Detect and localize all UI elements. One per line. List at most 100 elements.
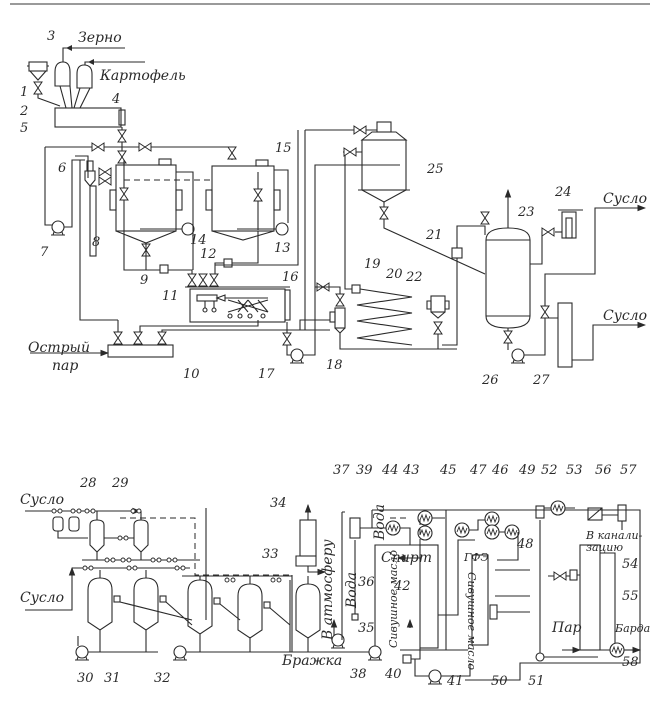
bottom-section-fermentation-distillation xyxy=(25,500,642,685)
equipment-6-contact-head xyxy=(75,155,112,257)
equipment-52-condenser xyxy=(535,505,545,519)
equipment-13-saccharifier xyxy=(205,159,281,264)
num-8: 8 xyxy=(92,235,100,250)
equipment-4-potato-bunker xyxy=(76,59,145,89)
label-wort-in-2: Сусло xyxy=(20,590,64,606)
equipment-9-sensor xyxy=(159,264,169,274)
label-steam: Пар xyxy=(551,620,582,636)
top-border-line xyxy=(10,3,650,5)
num-50: 50 xyxy=(491,674,508,689)
equipment-5-premixer xyxy=(54,107,122,128)
num-16: 16 xyxy=(282,270,299,285)
label-wort-out-2: Сусло xyxy=(603,308,647,324)
label-water-2: Вода xyxy=(372,504,388,541)
num-3: 3 xyxy=(47,29,55,44)
num-9: 9 xyxy=(140,273,148,288)
num-37: 37 xyxy=(333,463,350,478)
num-46: 46 xyxy=(491,463,509,478)
equipment-27-heat-exchanger xyxy=(557,302,573,368)
num-49: 49 xyxy=(518,463,536,478)
num-47: 47 xyxy=(469,463,487,478)
num-56: 56 xyxy=(595,463,612,478)
equipment-18-heat-exchanger xyxy=(299,282,438,350)
num-12: 12 xyxy=(200,247,217,262)
label-fusel-oil-1: Сивушное масло xyxy=(387,550,400,648)
equipment-12-sensor xyxy=(223,258,233,268)
num-29: 29 xyxy=(111,476,129,491)
label-wort-out-1: Сусло xyxy=(603,191,647,207)
equipment-7-pump xyxy=(50,220,66,236)
equipment-29-yeast-tank xyxy=(89,519,105,553)
num-23: 23 xyxy=(517,205,535,220)
num-2: 2 xyxy=(19,104,28,119)
num-36: 36 xyxy=(358,575,375,590)
label-mash: Бражка xyxy=(281,653,342,669)
num-26: 26 xyxy=(481,373,499,388)
num-27: 27 xyxy=(532,373,550,388)
num-32: 32 xyxy=(154,671,171,686)
num-13: 13 xyxy=(274,241,291,256)
equipment-11-vacuum-cooler xyxy=(185,286,291,323)
equipment-21-sensor xyxy=(451,247,463,259)
equipment-40-separator xyxy=(402,654,412,664)
equipment-3-grain-bunker xyxy=(54,45,125,87)
num-41: 41 xyxy=(446,674,464,689)
equipment-42-rectification-column xyxy=(419,544,439,649)
equipment-19-sensor xyxy=(351,284,361,294)
equipment-8-saccharifier xyxy=(109,158,183,271)
equipment-38-pump xyxy=(367,645,383,661)
equipment-14-stirrer-drive xyxy=(181,222,195,236)
num-4: 4 xyxy=(111,92,120,107)
num-20: 20 xyxy=(385,267,403,282)
label-fusel-oil-2: Сивушное масло xyxy=(465,572,478,670)
equipment-30-pump xyxy=(74,645,90,661)
equipment-17-pump xyxy=(289,348,305,364)
num-35: 35 xyxy=(358,621,375,636)
num-38: 38 xyxy=(350,667,367,682)
num-19: 19 xyxy=(364,257,381,272)
equipment-33-fermenter xyxy=(119,575,321,652)
num-31: 31 xyxy=(104,671,121,686)
equipment-56-heat-exchanger xyxy=(587,507,603,521)
equipment-57-condenser xyxy=(617,504,627,522)
equipment-54-regulator xyxy=(569,569,578,581)
num-11: 11 xyxy=(162,289,179,304)
equipment-39-heater xyxy=(385,520,401,536)
equipment-45-heater xyxy=(454,522,470,538)
equipment-23-fermenter-inoculum xyxy=(485,188,531,350)
num-42: 42 xyxy=(393,579,411,594)
num-18: 18 xyxy=(326,358,343,373)
num-10: 10 xyxy=(183,367,200,382)
num-25: 25 xyxy=(426,162,444,177)
label-to-sewer-1: В канали- xyxy=(585,529,643,542)
label-stillage: Барда xyxy=(614,622,650,635)
equipment-10-steam-contactor xyxy=(30,320,174,358)
equipment-46-condenser xyxy=(484,524,500,540)
num-44: 44 xyxy=(381,463,399,478)
num-55: 55 xyxy=(622,589,639,604)
equipment-26-pump xyxy=(510,348,526,364)
num-34: 34 xyxy=(270,496,287,511)
equipment-53-cooler xyxy=(550,500,566,516)
num-28: 28 xyxy=(79,476,97,491)
num-58: 58 xyxy=(622,655,639,670)
equipment-25-yeast-generator xyxy=(304,121,486,330)
num-52: 52 xyxy=(541,463,558,478)
equipment-47-dephlegmator xyxy=(484,511,500,527)
num-15: 15 xyxy=(275,141,292,156)
num-1: 1 xyxy=(20,85,28,100)
label-live-steam-1: Острый xyxy=(28,340,90,356)
equipment-51-meter xyxy=(535,652,545,662)
equipment-15-stirrer-drive xyxy=(275,222,289,236)
equipment-1-dispenser xyxy=(27,61,61,107)
equipment-31-fermenter xyxy=(87,570,167,652)
num-5: 5 xyxy=(20,121,28,136)
num-21: 21 xyxy=(425,228,443,243)
label-to-atmosphere: В атмосферу xyxy=(320,539,336,641)
label-to-sewer-2: зацию xyxy=(586,541,623,554)
label-wort-in-1: Сусло xyxy=(20,492,64,508)
num-40: 40 xyxy=(384,667,402,682)
equipment-34-co2-scrubber xyxy=(295,503,325,572)
label-head-fraction: ГФЭ xyxy=(463,551,489,564)
